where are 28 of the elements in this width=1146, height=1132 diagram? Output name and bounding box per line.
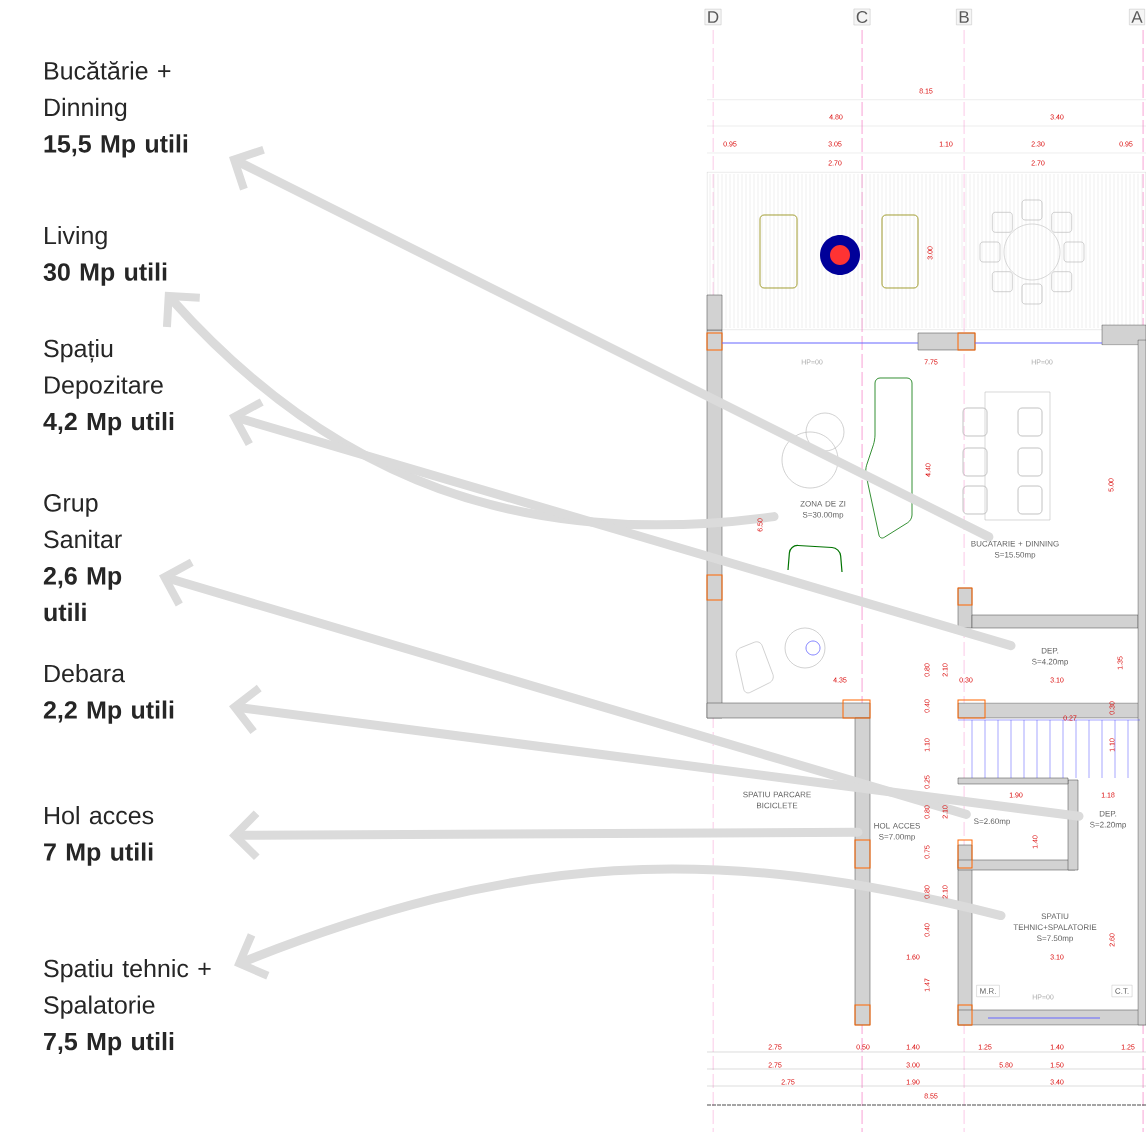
- arrow: [229, 684, 1084, 821]
- room-label: DEP. S=4.20mp: [1032, 647, 1068, 667]
- room-label: ZONA DE ZI S=30.00mp: [800, 500, 846, 520]
- grid-label: D: [704, 8, 722, 26]
- arrow: [229, 145, 994, 542]
- callout-text: Spatiu tehnic + Spalatorie 7,5 Mp utili: [44, 959, 211, 1056]
- room-label: SPATIU PARCARE BICICLETE: [743, 791, 811, 809]
- callout-text: Debara 2,2 Mp utili: [43, 664, 174, 724]
- arrow: [159, 558, 971, 819]
- callout-text: Grup Sanitar 2,6 Mp utili: [43, 494, 122, 622]
- grid-label: B: [956, 8, 972, 26]
- callout-text: Hol acces 7 Mp utili: [44, 806, 154, 866]
- callout-text: Bucătărie + Dinning 15,5 Mp utili: [44, 61, 188, 158]
- grid-label: C: [853, 8, 871, 26]
- room-label: HOL ACCES S=7.00mp: [874, 822, 920, 842]
- room-label: DEP. S=2.20mp: [1090, 810, 1126, 830]
- room-label: BUCATARIE + DINNING S=15.50mp: [971, 540, 1059, 560]
- room-tag: M.R.: [976, 985, 1000, 997]
- arrow: [229, 810, 863, 861]
- grid-label: A: [1129, 8, 1145, 26]
- callout-text: Spațiu Depozitare 4,2 Mp utili: [43, 339, 174, 436]
- arrow: [162, 291, 779, 530]
- arrow: [229, 398, 1016, 651]
- room-label: S=2.60mp: [974, 818, 1010, 826]
- arrow: [234, 864, 1006, 980]
- callout-text: Living 30 Mp utili: [43, 226, 167, 286]
- room-label: SPATIU TEHNIC+SPALATORIE S=7.50mp: [1013, 913, 1097, 943]
- room-tag: C.T.: [1111, 984, 1133, 998]
